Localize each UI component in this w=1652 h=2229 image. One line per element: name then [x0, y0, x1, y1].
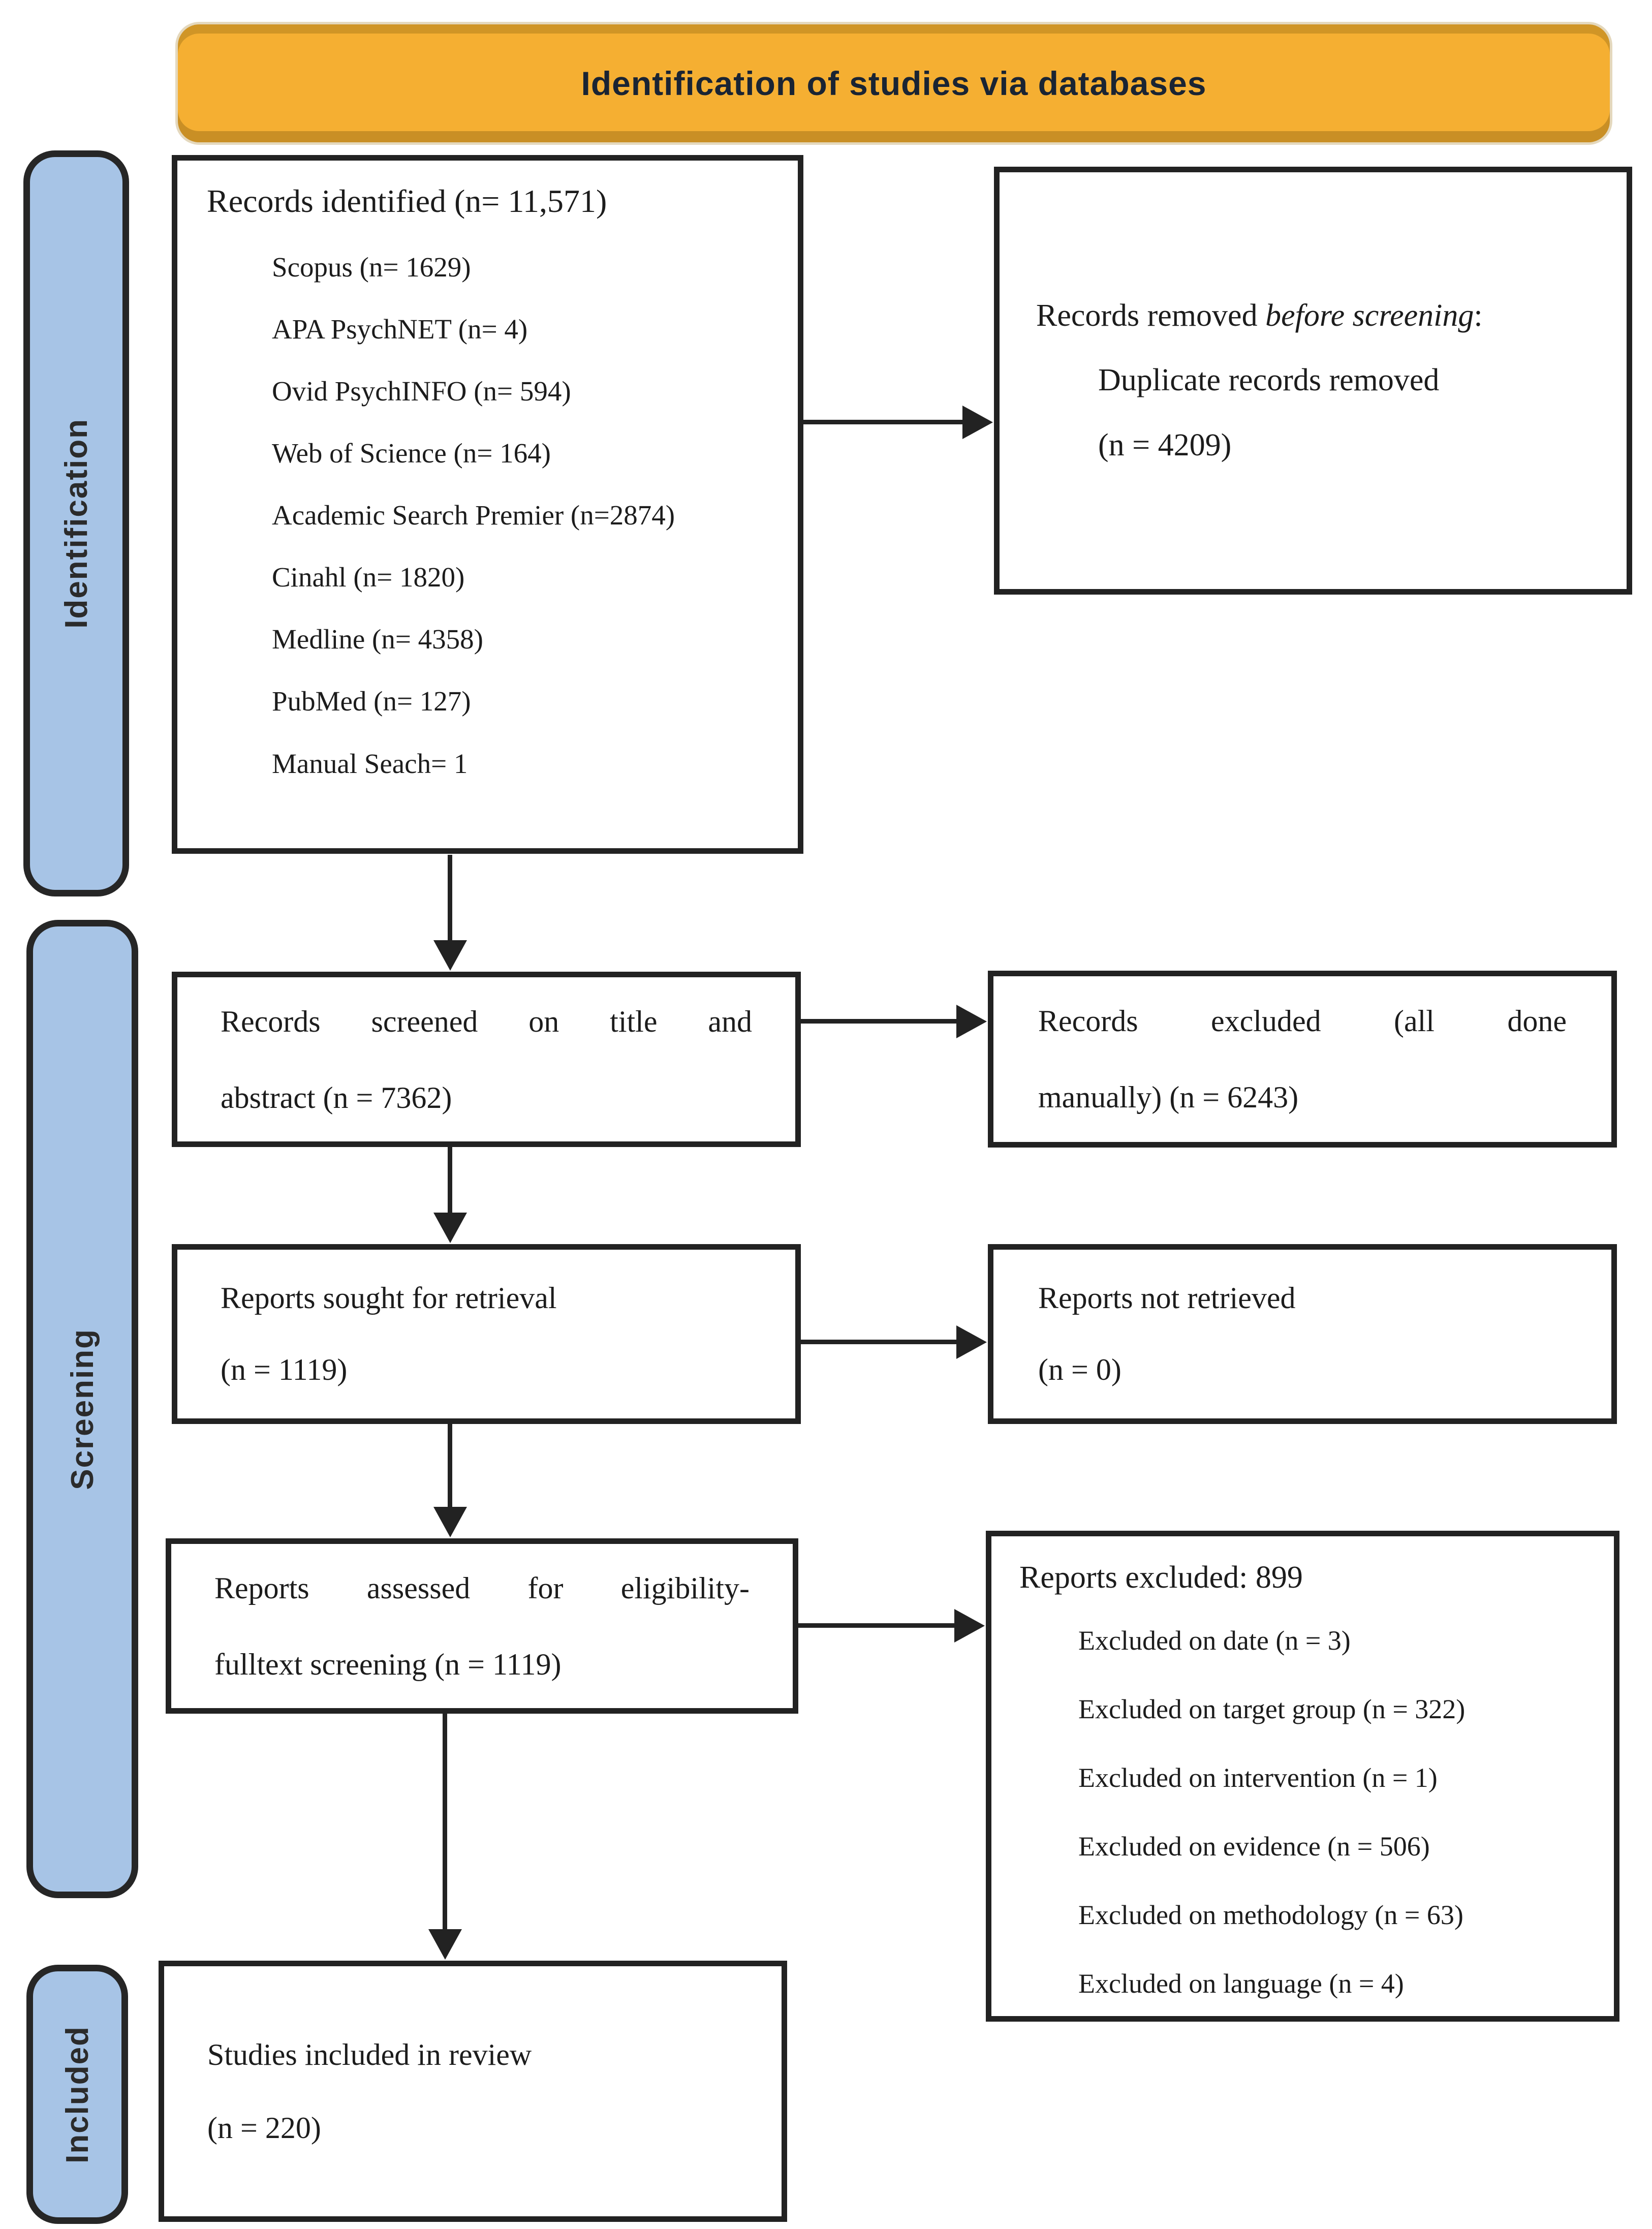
records-removed-line1: Records removed before screening:	[1036, 284, 1611, 348]
stage-label-screening-text: Screening	[65, 1328, 100, 1490]
stage-label-identification: Identification	[23, 150, 129, 896]
reports-excluded-heading: Reports excluded: 899	[1019, 1560, 1303, 1595]
records-screened-line1: Records screened on title and	[221, 1004, 752, 1038]
reports-assessed-line1: Reports assessed for eligibility-	[214, 1571, 750, 1605]
records-screened-line2: abstract (n = 7362)	[221, 1080, 452, 1114]
stage-label-screening: Screening	[26, 920, 138, 1898]
records-removed-line2: Duplicate records removed	[1098, 363, 1440, 398]
reports-sought-line2: (n = 1119)	[221, 1353, 348, 1386]
exclusion-reason-list: Excluded on date (n = 3) Excluded on targ…	[1078, 1606, 1601, 2018]
arrow-down-identified-to-screened-icon	[448, 855, 452, 941]
reports-not-retrieved-line1: Reports not retrieved	[1038, 1281, 1296, 1315]
database-count-item: PubMed (n= 127)	[272, 686, 471, 717]
arrow-right-sought-to-not-retrieved-icon	[801, 1340, 957, 1344]
banner: Identification of studies via databases	[178, 24, 1610, 142]
records-excluded-line1: Records excluded (all done	[1038, 1004, 1567, 1038]
records-removed-line1-pre: Records removed	[1036, 298, 1266, 333]
box-records-screened: Records screened on title and abstract (…	[172, 972, 801, 1147]
banner-title: Identification of studies via databases	[581, 65, 1207, 102]
records-removed-line1-post: :	[1474, 298, 1483, 333]
records-excluded-line2: manually) (n = 6243)	[1038, 1080, 1299, 1114]
records-removed-line3: (n = 4209)	[1098, 427, 1232, 462]
arrow-down-screened-to-sought-icon	[448, 1147, 452, 1214]
database-count-item: Ovid PsychINFO (n= 594)	[272, 375, 571, 407]
box-reports-excluded: Reports excluded: 899 Excluded on date (…	[986, 1531, 1619, 2022]
database-count-item: Medline (n= 4358)	[272, 624, 483, 655]
box-records-identified: Records identified (n= 11,571) Scopus (n…	[172, 155, 803, 854]
database-count-item: Academic Search Premier (n=2874)	[272, 500, 675, 531]
stage-label-identification-text: Identification	[58, 418, 94, 629]
exclusion-reason-item: Excluded on methodology (n = 63)	[1078, 1900, 1463, 1931]
database-count-item: Cinahl (n= 1820)	[272, 562, 465, 593]
database-count-item: Web of Science (n= 164)	[272, 438, 551, 469]
stage-label-included-text: Included	[59, 2025, 95, 2163]
box-records-excluded: Records excluded (all done manually) (n …	[988, 971, 1617, 1148]
database-count-item: Scopus (n= 1629)	[272, 251, 471, 283]
box-reports-not-retrieved: Reports not retrieved (n = 0)	[988, 1244, 1617, 1424]
database-list: Scopus (n= 1629) APA PsychNET (n= 4) Ovid …	[272, 236, 783, 795]
studies-included-line1: Studies included in review	[207, 2038, 532, 2071]
arrow-down-sought-to-assessed-icon	[448, 1424, 452, 1508]
reports-assessed-line2: fulltext screening (n = 1119)	[214, 1647, 562, 1681]
records-removed-line1-italic: before screening	[1265, 298, 1474, 333]
database-count-item: APA PsychNET (n= 4)	[272, 313, 528, 345]
exclusion-reason-item: Excluded on evidence (n = 506)	[1078, 1831, 1430, 1862]
arrow-right-assessed-to-excluded-icon	[798, 1623, 955, 1628]
box-records-removed: Records removed before screening: Duplic…	[994, 167, 1632, 595]
records-identified-heading: Records identified (n= 11,571)	[207, 183, 607, 219]
box-reports-assessed: Reports assessed for eligibility- fullte…	[166, 1538, 798, 1714]
exclusion-reason-item: Excluded on target group (n = 322)	[1078, 1694, 1466, 1725]
arrow-down-assessed-to-included-icon	[443, 1714, 447, 1930]
reports-not-retrieved-line2: (n = 0)	[1038, 1353, 1121, 1386]
reports-sought-line1: Reports sought for retrieval	[221, 1281, 557, 1315]
box-reports-sought: Reports sought for retrieval (n = 1119)	[172, 1244, 801, 1424]
exclusion-reason-item: Excluded on date (n = 3)	[1078, 1625, 1351, 1656]
arrow-right-screened-to-excluded-icon	[801, 1019, 957, 1024]
studies-included-line2: (n = 220)	[207, 2111, 321, 2145]
database-count-item: Manual Seach= 1	[272, 748, 468, 779]
exclusion-reason-item: Excluded on language (n = 4)	[1078, 1968, 1404, 1999]
stage-label-included: Included	[26, 1965, 128, 2224]
exclusion-reason-item: Excluded on intervention (n = 1)	[1078, 1762, 1438, 1793]
arrow-right-identified-to-removed-icon	[803, 420, 963, 424]
box-studies-included: Studies included in review (n = 220)	[159, 1961, 787, 2222]
